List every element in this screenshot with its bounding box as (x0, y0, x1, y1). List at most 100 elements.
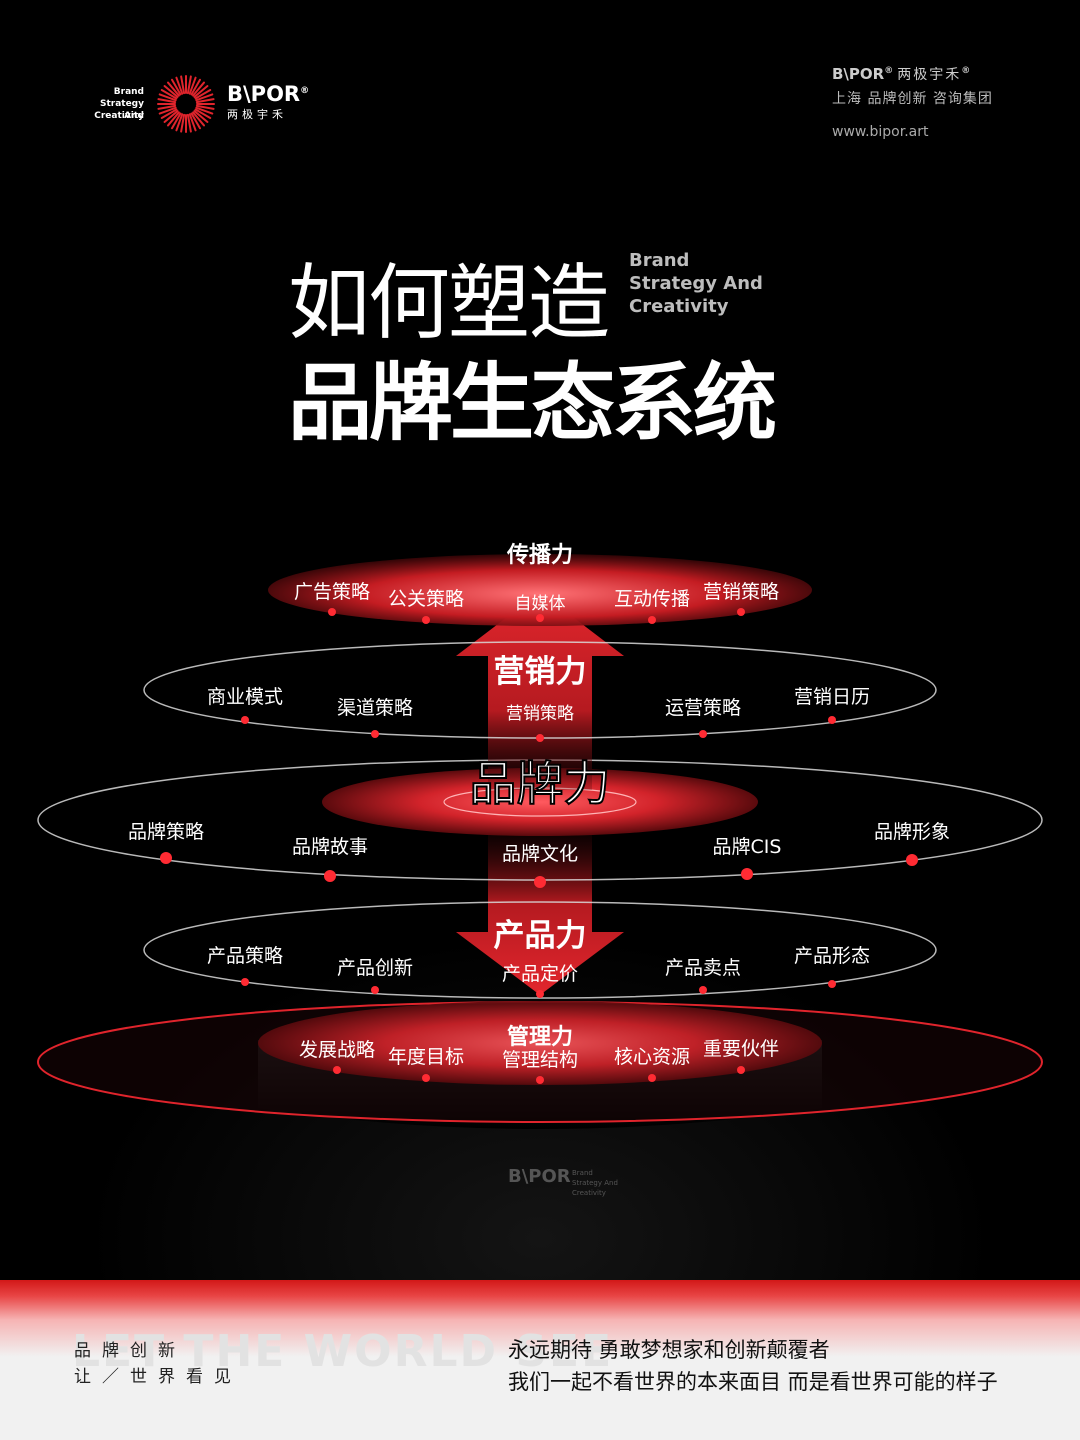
sun-ray (194, 89, 212, 100)
sun-ray (192, 111, 205, 127)
sun-ray (193, 110, 209, 123)
level-title: 传播力 (506, 543, 573, 568)
logo-tagline-3: Creativity (94, 111, 144, 121)
node-dot (333, 1066, 341, 1074)
node-dot (906, 854, 918, 866)
node-dot (648, 616, 656, 624)
logo-reg-mark: ® (300, 86, 310, 96)
node-label: 发展战略 (299, 1039, 375, 1061)
node-dot (160, 852, 172, 864)
header-right: B\POR®两极宇禾® 上海 品牌创新 咨询集团 www.bipor.art (832, 64, 1052, 140)
node-label: 互动传播 (614, 588, 690, 610)
sun-ray (195, 93, 214, 102)
title-english: Brand Strategy And Creativity (629, 249, 763, 318)
footer-slogan-line2: 让／世界看见 (74, 1367, 242, 1387)
sun-ray (188, 113, 197, 132)
sun-ray (163, 110, 179, 123)
sun-ray (192, 81, 205, 97)
logo-tagline-2: Strategy And (99, 99, 144, 121)
watermark-en-2: Strategy And (572, 1179, 618, 1187)
title-en-2: Strategy And (629, 273, 763, 294)
node-dot (422, 1074, 430, 1082)
node-label: 产品创新 (337, 957, 413, 979)
node-dot (534, 876, 546, 888)
sun-ray (160, 89, 178, 100)
node-label: 产品形态 (794, 945, 870, 967)
node-dot (737, 608, 745, 616)
watermark-en-3: Creativity (572, 1189, 606, 1197)
node-dot (699, 730, 707, 738)
disc-brand (322, 768, 758, 836)
sun-ray (158, 106, 177, 115)
node-label: 商业模式 (207, 686, 283, 708)
node-label: 营销日历 (794, 686, 870, 708)
node-label: 渠道策略 (337, 697, 413, 719)
node-dot (536, 990, 544, 998)
sun-ray (195, 104, 215, 110)
sun-ray (195, 98, 215, 104)
sun-ray (171, 112, 182, 130)
sun-ray (175, 76, 184, 95)
sun-ray (194, 108, 212, 119)
sun-ray (186, 75, 192, 95)
node-dot (371, 730, 379, 738)
level-title: 产品力 (494, 918, 587, 954)
sun-ray (158, 93, 177, 102)
node-label: 广告策略 (294, 581, 370, 603)
node-label: 重要伙伴 (703, 1038, 779, 1060)
arrow-down (456, 830, 624, 995)
node-label: 核心资源 (614, 1046, 690, 1068)
title-en-3: Creativity (629, 296, 729, 317)
sun-ray (195, 106, 214, 115)
page-title-line1: 如何塑造 (288, 256, 610, 351)
node-dot (741, 868, 753, 880)
sun-ray (167, 81, 180, 97)
website-link[interactable]: www.bipor.art (832, 124, 929, 140)
footer-background (0, 1280, 1080, 1440)
level-title: 品牌力 (470, 757, 611, 812)
level-title: 营销力 (494, 654, 587, 690)
ecosystem-diagram: 传播力广告策略公关策略自媒体互动传播营销策略营销力商业模式渠道策略营销策略运营策… (37, 543, 1043, 1197)
node-label: 品牌文化 (502, 843, 578, 865)
node-dot (371, 986, 379, 994)
sun-ray (190, 78, 201, 96)
sun-ray (157, 98, 177, 104)
node-dot (828, 716, 836, 724)
sun-ray (180, 113, 186, 133)
page-title-line2: 品牌生态系统 (288, 354, 777, 452)
node-dot (828, 980, 836, 988)
sun-ray (190, 112, 201, 130)
diagram-watermark: B\POR Brand Strategy And Creativity (508, 1166, 618, 1197)
node-dot (737, 1066, 745, 1074)
node-label: 产品策略 (207, 945, 283, 967)
node-label: 公关策略 (388, 588, 464, 610)
node-label: 品牌故事 (292, 836, 368, 858)
disc-communication (268, 554, 812, 626)
disc-management (258, 1001, 822, 1085)
level-title: 管理力 (507, 1024, 573, 1050)
brand-logo[interactable]: Brand Strategy And Creativity B\POR® 两极宇… (82, 72, 322, 136)
right-logo-reg-mark: ® (884, 66, 894, 76)
node-dot (422, 616, 430, 624)
node-label: 营销策略 (703, 581, 779, 603)
node-dot (699, 986, 707, 994)
node-label: 营销策略 (506, 704, 574, 724)
sun-ray (163, 85, 179, 98)
node-label: 品牌形象 (874, 821, 950, 843)
logo-chinese-name: 两极宇禾 (227, 108, 287, 121)
sun-ray (188, 76, 197, 95)
sun-ray (157, 104, 177, 110)
footer-bg-words: LET THE WORLD SEE (72, 1326, 614, 1377)
logo-tagline-1: Brand (113, 87, 144, 97)
company-tagline: 上海 品牌创新 咨询集团 (832, 91, 993, 107)
node-dot (536, 734, 544, 742)
node-dot (241, 716, 249, 724)
node-dot (536, 1076, 544, 1084)
node-label: 年度目标 (388, 1046, 464, 1068)
node-label: 品牌CIS (713, 836, 782, 858)
title-en-1: Brand (629, 250, 690, 271)
right-logo-reg-mark-2: ® (961, 66, 971, 76)
sun-ray (175, 113, 184, 132)
right-logo-chinese: 两极宇禾 (897, 67, 962, 83)
